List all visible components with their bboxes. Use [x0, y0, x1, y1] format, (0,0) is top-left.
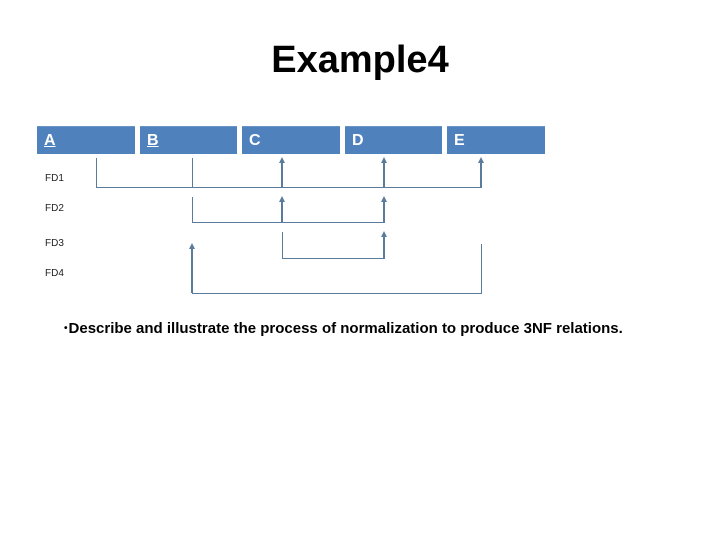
fd3-connector-line: [282, 258, 385, 259]
fd2-arrow-head-d: [381, 196, 387, 202]
bullet-text: Describe and illustrate the process of n…: [68, 320, 623, 337]
fd1-arrow-head-d: [381, 157, 387, 163]
fd4-arrow-head-b: [189, 243, 195, 249]
fd2-determinant-line-b: [192, 197, 193, 222]
fd-label-fd3: FD3: [45, 238, 64, 249]
column-header-d: D: [345, 126, 442, 154]
column-header-b: B: [140, 126, 237, 154]
fd3-arrow-stem-d: [383, 237, 385, 258]
fd1-arrow-stem-e: [480, 163, 482, 187]
fd-label-fd1: FD1: [45, 173, 64, 184]
fd4-arrow-stem-b: [191, 249, 193, 293]
bullet-line: •Describe and illustrate the process of …: [64, 320, 623, 337]
fd-label-fd4: FD4: [45, 268, 64, 279]
fd1-determinant-line-b: [192, 158, 193, 187]
fd3-determinant-line-c: [282, 232, 283, 258]
fd4-connector-line: [192, 293, 482, 294]
fd1-arrow-stem-c: [281, 163, 283, 187]
fd2-arrow-head-c: [279, 196, 285, 202]
fd2-arrow-stem-c: [281, 202, 283, 222]
fd3-arrow-head-d: [381, 231, 387, 237]
fd1-determinant-line-a: [96, 158, 97, 187]
fd1-arrow-stem-d: [383, 163, 385, 187]
fd4-determinant-line-e: [481, 244, 482, 293]
fd1-arrow-head-e: [478, 157, 484, 163]
fd1-arrow-head-c: [279, 157, 285, 163]
column-header-c: C: [242, 126, 340, 154]
column-label-a: A: [44, 132, 56, 149]
slide-title: Example4: [271, 39, 449, 81]
column-label-d: D: [352, 132, 364, 149]
column-label-c: C: [249, 132, 261, 149]
column-header-e: E: [447, 126, 545, 154]
column-label-b: B: [147, 132, 159, 149]
bullet-marker-icon: •: [64, 323, 68, 334]
column-label-e: E: [454, 132, 465, 149]
fd2-arrow-stem-d: [383, 202, 385, 222]
column-header-a: A: [37, 126, 135, 154]
fd1-connector-line: [96, 187, 482, 188]
fd-label-fd2: FD2: [45, 203, 64, 214]
fd2-connector-line: [192, 222, 385, 223]
